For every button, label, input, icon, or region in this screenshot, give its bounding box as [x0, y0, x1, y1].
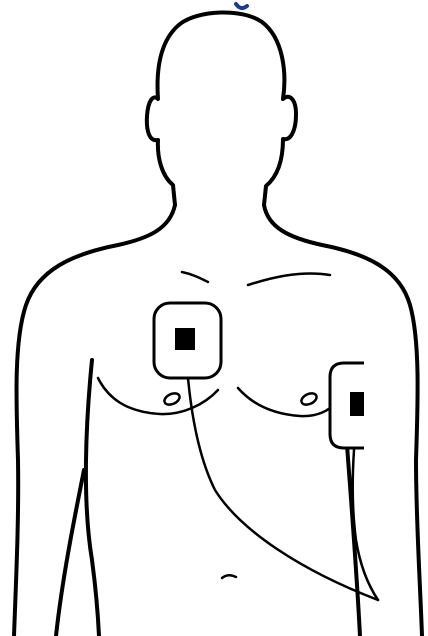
left-collarbone-line — [182, 272, 208, 282]
left-pectoral-line — [98, 378, 218, 414]
top-edge-mark — [236, 4, 247, 8]
upper-pad-electrode — [175, 328, 195, 350]
right-nipple — [300, 391, 319, 407]
left-nipple — [163, 391, 182, 407]
navel — [222, 575, 236, 578]
right-edge-crop — [364, 355, 372, 455]
head-outline — [147, 12, 296, 205]
side-pad-electrode — [350, 392, 366, 416]
left-inner-arm-line — [56, 470, 84, 636]
left-torso-side-line — [86, 360, 99, 636]
right-collarbone-line — [248, 273, 330, 285]
right-pectoral-line — [238, 388, 336, 416]
